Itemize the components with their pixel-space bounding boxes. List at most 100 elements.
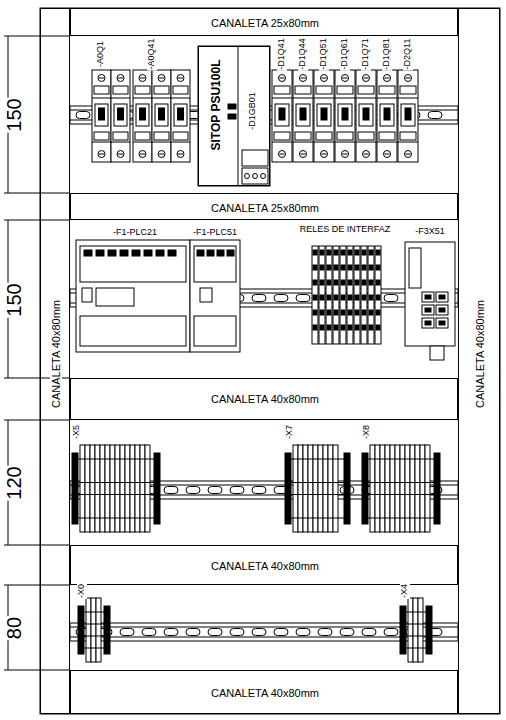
drawn-line [406, 154, 411, 155]
screw [342, 75, 349, 82]
drawn-part [125, 445, 130, 532]
drawn-part [334, 250, 338, 255]
drawn-line [78, 459, 154, 460]
drawn-part [140, 108, 146, 120]
drawn-part [327, 250, 331, 255]
drawn-part [76, 240, 190, 352]
drawn-line [4, 193, 70, 194]
duct-label: CANALETA 40x80mm [210, 687, 320, 699]
drawn-part [171, 70, 190, 162]
drawn-line [4, 220, 70, 221]
drawn-part [405, 242, 455, 346]
drawn-part [227, 250, 234, 256]
cable-duct: CANALETA 40x80mm [40, 8, 70, 714]
drawn-line [178, 78, 183, 79]
drawn-part [207, 250, 214, 256]
screw [261, 174, 266, 179]
drawn-part [303, 445, 308, 532]
dimension: 150 [3, 97, 25, 132]
screw [363, 75, 370, 82]
drawn-line [111, 98, 130, 99]
drawn-line [406, 612, 426, 613]
drawn-part [384, 108, 390, 120]
drawn-line [171, 142, 190, 143]
device-tag: -X0 [77, 583, 87, 599]
drawn-part [362, 295, 366, 300]
drawn-part [362, 280, 366, 285]
drawn-part [380, 104, 394, 126]
drawn-part [72, 453, 78, 524]
drawn-line [238, 46, 239, 186]
drawn-part [328, 445, 333, 532]
drawn-part [369, 280, 373, 285]
drawn-part [341, 280, 345, 285]
drawn-part [154, 453, 160, 524]
drawn-part [111, 70, 130, 162]
drawn-line [385, 154, 390, 155]
drawn-part [200, 288, 212, 302]
drawn-part [154, 132, 169, 140]
cable-duct: CANALETA 40x80mm [458, 8, 500, 714]
drawn-part [368, 246, 374, 344]
device-tag: -X4 [400, 583, 410, 599]
drawn-part [425, 308, 431, 312]
power-supply: SITOP PSU100L-D1GB01 [198, 46, 270, 186]
drawn-part [90, 445, 95, 532]
duct-label: CANALETA 40x80mm [50, 299, 62, 409]
drawn-part [376, 310, 380, 315]
drawn-part [358, 132, 374, 140]
drawn-part [413, 598, 418, 662]
device-tag: -D2Q11 [403, 38, 413, 71]
drawn-part [96, 598, 101, 662]
dimension: 80 [3, 616, 25, 640]
drawn-part [80, 316, 186, 346]
drawn-part [337, 86, 353, 94]
drawn-line [293, 98, 313, 99]
drawn-part [425, 321, 431, 325]
drawn-line [385, 78, 390, 79]
drawn-part [156, 250, 164, 256]
drawn-part [84, 250, 92, 256]
drawn-part [314, 70, 334, 162]
drawn-part [337, 132, 353, 140]
drawn-line [118, 78, 123, 79]
drawn-part [362, 310, 366, 315]
drawn-part [198, 46, 270, 186]
drawn-part [228, 104, 236, 109]
drawn-part [136, 104, 149, 126]
device-tag: -A0Q1 [96, 40, 106, 68]
drawn-line [99, 78, 104, 79]
drawn-part [295, 132, 311, 140]
drawn-line [272, 142, 292, 143]
drawn-part [334, 325, 338, 330]
drawn-part [298, 445, 303, 532]
drawn-part [197, 250, 204, 256]
drawn-part [242, 168, 268, 184]
drawn-part [230, 629, 244, 636]
drawn-line [335, 142, 355, 143]
drawn-part [313, 250, 317, 255]
cable-duct: CANALETA 25x80mm [70, 193, 458, 220]
drawn-part [359, 104, 373, 126]
drawn-part [334, 265, 338, 270]
duct-label: CANALETA 40x80mm [210, 393, 320, 405]
drawn-part [379, 86, 395, 94]
drawn-line [152, 98, 171, 99]
drawn-line [4, 670, 70, 671]
drawn-line [140, 78, 145, 79]
drawn-part [230, 487, 244, 494]
drawn-part [327, 295, 331, 300]
drawn-part [348, 325, 352, 330]
drawn-line [293, 142, 313, 143]
drawn-part [274, 86, 290, 94]
drawn-part [154, 86, 169, 94]
drawn-part [130, 445, 135, 532]
drawn-part [296, 104, 310, 126]
drawn-part [348, 250, 352, 255]
drawn-line [159, 154, 164, 155]
drawn-part [144, 250, 152, 256]
drawn-part [341, 250, 345, 255]
drawn-part [135, 445, 140, 532]
drawn-part [401, 104, 415, 126]
screw [321, 151, 328, 158]
